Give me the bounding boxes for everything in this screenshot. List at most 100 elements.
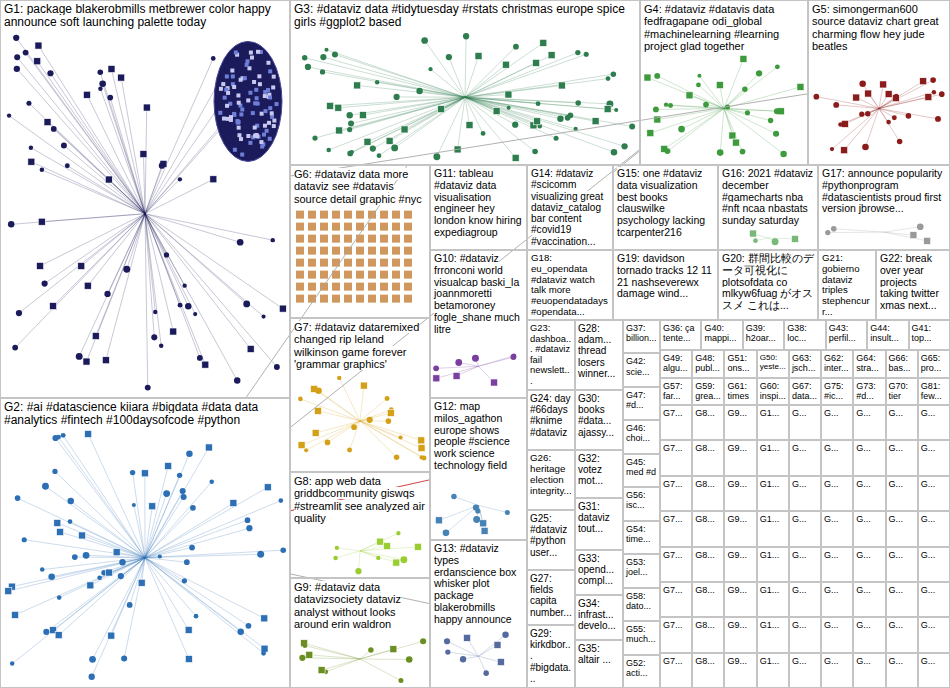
vertex-edge	[145, 214, 264, 317]
group-tile: G36: ça tente...	[660, 320, 701, 350]
group-label: G1...	[760, 514, 780, 524]
vertex-thumbnail	[356, 247, 364, 255]
group-tile: G1...	[757, 405, 789, 440]
vertex-edge	[40, 214, 145, 266]
vertex-edge	[145, 557, 160, 558]
vertex-dot	[460, 656, 466, 662]
group-tile: G52: acti...	[623, 655, 660, 688]
vertex-edge	[145, 491, 183, 558]
group-label: G...	[889, 479, 904, 489]
vertex-edge	[15, 214, 145, 348]
group-box: G1: package blakerobmills metbrewer colo…	[0, 0, 290, 398]
group-tile: G23: dashboa... #dataviz fail newslett..…	[527, 320, 575, 390]
vertex-dot	[42, 281, 48, 287]
vertex-edge	[145, 78, 221, 214]
vertex-edge	[465, 63, 536, 97]
vertex-thumbnail	[404, 247, 412, 255]
vertex-thumbnail	[308, 211, 316, 219]
vertex-dot	[65, 163, 70, 168]
vertex-thumbnail	[37, 262, 44, 269]
vertex-dot	[180, 488, 186, 494]
group-tile: G7...	[660, 511, 692, 546]
vertex-thumbnail	[308, 283, 316, 291]
vertex-edge	[42, 558, 145, 570]
group-label: G...	[792, 620, 807, 630]
group-label: G7...	[663, 514, 683, 524]
vertex-dot	[89, 656, 96, 663]
group-network	[296, 211, 412, 303]
vertex-edge	[145, 214, 195, 314]
group-tile: G1...	[757, 476, 789, 511]
vertex-dot	[99, 80, 106, 87]
group-tile: G1...	[757, 653, 789, 688]
group-tile: G57: far...	[660, 378, 692, 405]
vertex-thumbnail	[390, 646, 397, 653]
vertex-thumbnail	[386, 137, 393, 144]
vertex-edge	[465, 85, 562, 97]
vertex-thumbnail	[380, 295, 388, 303]
group-tile: G81: few...	[918, 378, 950, 405]
vertex-edge	[9, 116, 145, 214]
vertex-thumbnail	[230, 69, 234, 73]
vertex-thumbnail	[332, 283, 340, 291]
vertex-dot	[130, 470, 135, 475]
group-tile: G...	[918, 547, 950, 582]
vertex-dot	[400, 556, 407, 563]
vertex-edge	[360, 551, 404, 560]
vertex-dot	[194, 614, 199, 619]
vertex-thumbnail	[263, 109, 267, 113]
group-label: G58: dato...	[626, 591, 651, 611]
group-tile: G...	[918, 511, 950, 546]
group-label: G24: day #66days #knime #dataviz	[530, 393, 571, 438]
vertex-dot	[127, 602, 133, 608]
vertex-thumbnail	[28, 158, 35, 165]
vertex-thumbnail	[263, 90, 267, 94]
vertex-dot	[444, 638, 450, 644]
vertex-thumbnail	[272, 119, 276, 123]
group-tile: G...	[886, 582, 918, 617]
vertex-edge	[724, 108, 736, 142]
vertex-dot	[375, 80, 379, 84]
vertex-thumbnail	[512, 154, 519, 161]
group-label: G8...	[695, 408, 715, 418]
vertex-thumbnail	[344, 259, 352, 267]
vertex-thumbnail	[404, 295, 412, 303]
vertex-dot	[61, 433, 66, 438]
group-tile: G9...	[724, 440, 756, 475]
vertex-thumbnail	[558, 82, 565, 89]
vertex-dot	[237, 628, 243, 634]
vertex-dot	[181, 494, 187, 500]
vertex-edge	[100, 72, 145, 213]
group-tile: G9...	[724, 653, 756, 688]
vertex-dot	[917, 223, 924, 230]
group-tile: G...	[821, 547, 853, 582]
vertex-edge	[360, 421, 422, 448]
vertex-dot	[502, 631, 508, 637]
vertex-thumbnail	[910, 232, 917, 239]
group-label: G44: insult...	[870, 323, 899, 343]
group-tile: G7...	[660, 440, 692, 475]
vertex-dot	[370, 146, 376, 152]
vertex-dot	[668, 103, 673, 108]
vertex-thumbnail	[267, 121, 271, 125]
group-network	[333, 531, 421, 574]
group-label: G...	[856, 479, 871, 489]
vertex-dot	[367, 417, 373, 423]
group-label: G...	[856, 550, 871, 560]
vertex-dot	[279, 498, 284, 503]
group-label: G51: ons...	[727, 353, 749, 373]
group-label: G...	[792, 550, 807, 560]
vertex-dot	[831, 226, 837, 232]
group-network	[5, 430, 286, 679]
vertex-edge	[319, 391, 360, 421]
vertex-thumbnail	[83, 91, 90, 98]
vertex-dot	[473, 516, 480, 523]
vertex-dot	[274, 364, 280, 370]
vertex-dot	[654, 73, 660, 79]
vertex-thumbnail	[924, 237, 931, 244]
vertex-edge	[395, 97, 465, 148]
vertex-thumbnail	[404, 271, 412, 279]
vertex-edge	[465, 74, 613, 97]
vertex-dot	[197, 355, 203, 361]
group-label: G45: med #d	[626, 457, 656, 477]
